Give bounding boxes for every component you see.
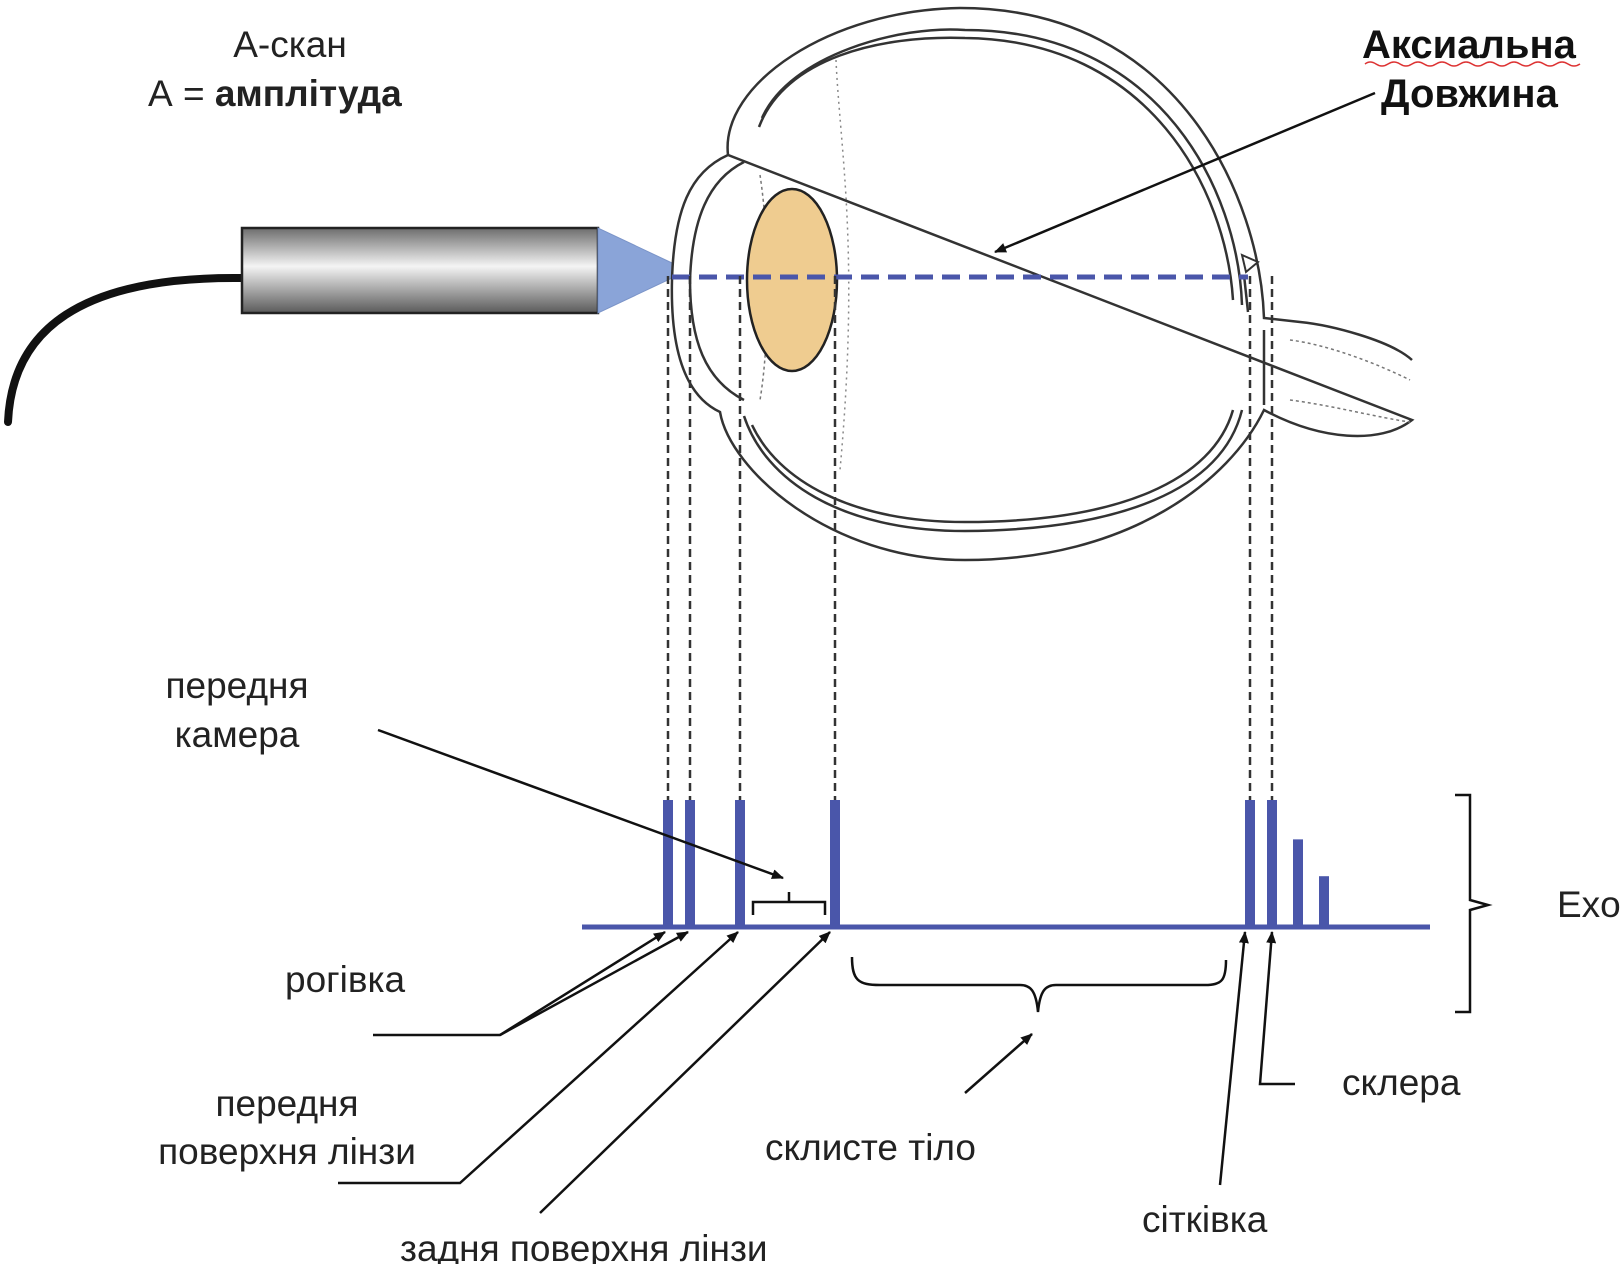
axial-length-line2: Довжина <box>1381 72 1559 116</box>
echo-spike-1 <box>663 800 673 927</box>
echo-spike-4 <box>830 800 840 927</box>
anterior-lens-arrow <box>338 931 739 1185</box>
sclera-arrow <box>1258 931 1295 1086</box>
echo-spike-5 <box>1245 800 1255 927</box>
cornea-label: рогівка <box>285 959 406 1000</box>
vitreous-label: склисте тіло <box>765 1127 976 1168</box>
probe-cable <box>4 273 246 426</box>
amplitude-word: амплітуда <box>215 73 402 114</box>
echo-bracket <box>1455 793 1493 1014</box>
echo-label: Exo <box>1557 884 1621 925</box>
echo-spike-8 <box>1319 876 1329 927</box>
anterior-chamber-bracket <box>751 892 827 915</box>
sclera-label: склера <box>1342 1062 1461 1103</box>
echo-spikes <box>663 800 1329 927</box>
anterior-chamber-label-line1: передня <box>165 665 308 706</box>
eye-anatomy <box>670 6 1415 562</box>
axial-length-line1: Аксиальна <box>1362 23 1577 67</box>
anterior-lens-label-line1: передня <box>215 1083 358 1124</box>
anterior-lens-label-line2: поверхня лінзи <box>158 1131 416 1172</box>
echo-spike-6 <box>1267 800 1277 927</box>
spellcheck-underline <box>1364 61 1581 67</box>
ultrasound-probe <box>240 226 600 315</box>
scan-type-label: А-скан <box>233 24 347 65</box>
crystalline-lens <box>745 187 839 373</box>
anterior-chamber-label-line2: камера <box>175 714 300 755</box>
vitreous-bracket <box>850 956 1228 1013</box>
echo-spike-7 <box>1293 839 1303 927</box>
amplitude-label: А = амплітуда <box>148 73 402 114</box>
cornea-arrows <box>373 930 689 1037</box>
amplitude-prefix: А = <box>148 73 215 114</box>
probe-beam-cone <box>597 227 673 314</box>
echo-spike-2 <box>685 800 695 927</box>
posterior-lens-arrow <box>539 931 831 1214</box>
posterior-lens-label: задня поверхня лінзи <box>400 1228 768 1264</box>
projection-lines <box>666 276 1274 800</box>
retina-arrow <box>1218 931 1249 1186</box>
axial-length-arrow <box>994 91 1376 254</box>
retina-label: сітківка <box>1142 1199 1268 1240</box>
vitreous-arrow <box>964 1033 1033 1094</box>
anterior-chamber-arrow <box>377 728 784 880</box>
